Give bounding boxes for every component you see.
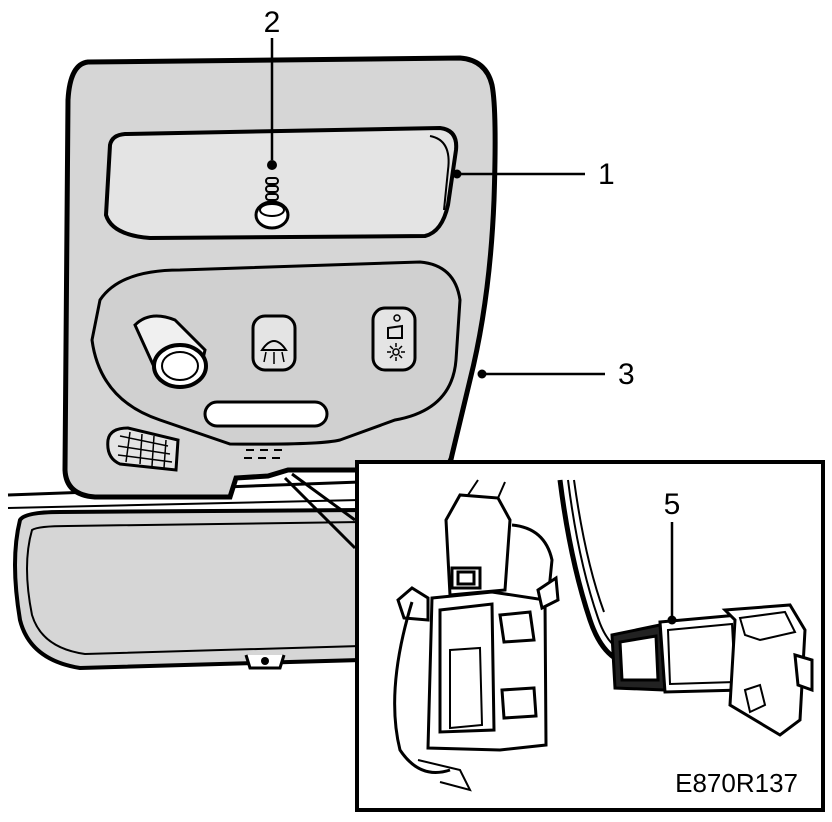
leader-dot-3	[477, 369, 487, 379]
callout-label-1: 1	[598, 158, 615, 191]
vent-dashes	[244, 449, 282, 459]
leader-lines	[270, 38, 674, 618]
sunroof-switch	[371, 306, 417, 372]
lamp-lens	[103, 125, 459, 241]
figure-id: E870R137	[675, 768, 798, 798]
callout-label-3: 3	[618, 358, 635, 391]
switch-connector	[393, 479, 560, 792]
leader-dot-5	[667, 615, 677, 625]
roof-console-panel	[62, 55, 498, 500]
console-slot	[203, 400, 329, 428]
callout-label-2: 2	[264, 6, 281, 39]
callout-label-5: 5	[664, 488, 681, 521]
reading-light	[133, 314, 208, 389]
leader-dot-1	[452, 169, 462, 179]
connector-5	[610, 603, 814, 737]
connector-wires	[557, 479, 621, 663]
rear-view-mirror	[7, 480, 362, 671]
sensor-grille	[106, 426, 180, 472]
interior-light-switch	[251, 314, 297, 372]
screw	[254, 160, 290, 230]
connector-inset	[283, 460, 825, 812]
